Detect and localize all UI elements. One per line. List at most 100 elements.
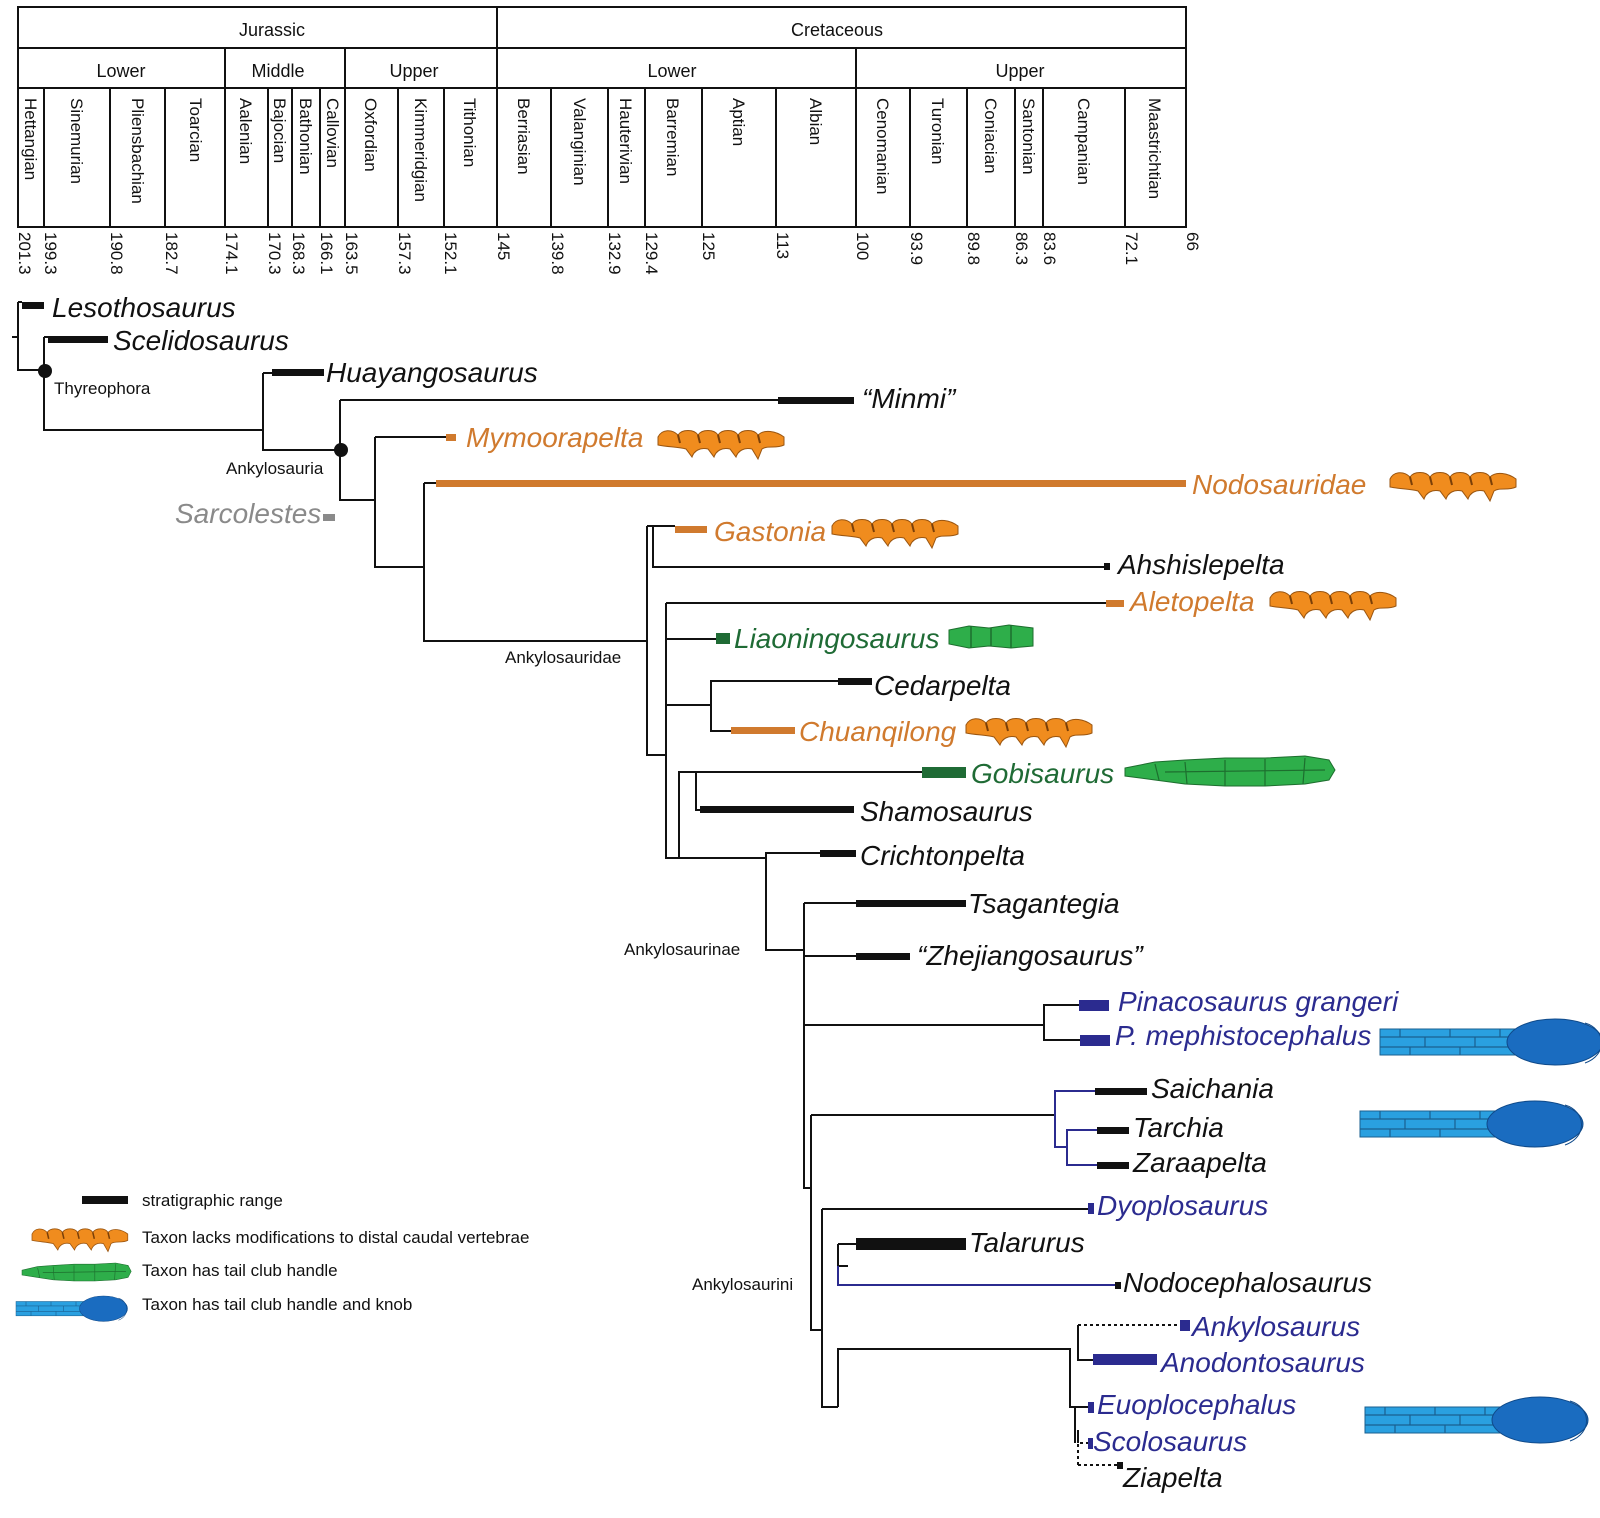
epoch-label: Upper: [995, 61, 1044, 81]
taxon-label: Nodocephalosaurus: [1123, 1267, 1372, 1298]
clade-label-ankylosauridae: Ankylosauridae: [505, 648, 621, 667]
stage-label: Berriasian: [514, 98, 533, 175]
age-tick-label: 83.6: [1040, 232, 1059, 265]
clade-label-ankylosaurini: Ankylosaurini: [692, 1275, 793, 1294]
taxon-label: P. mephistocephalus: [1115, 1020, 1371, 1051]
cladogram-branches: [12, 301, 1180, 1466]
epoch-label: Lower: [647, 61, 696, 81]
period-label: Jurassic: [239, 20, 305, 40]
age-tick-label: 152.1: [441, 232, 460, 275]
age-tick-label: 89.8: [964, 232, 983, 265]
age-tick-label: 113: [773, 232, 792, 259]
taxon-label: Gastonia: [714, 516, 826, 547]
taxon-label: Ahshislepelta: [1116, 549, 1285, 580]
taxon-label: Mymoorapelta: [466, 422, 643, 453]
clade-label-ankylosaurinae: Ankylosaurinae: [624, 940, 740, 959]
taxon-label: Tarchia: [1133, 1112, 1224, 1143]
node-markers: [38, 364, 348, 457]
taxon-label: “Zhejiangosaurus”: [917, 940, 1144, 971]
legend-item-no-modification: Taxon lacks modifications to distal caud…: [142, 1228, 529, 1247]
stage-label: Cenomanian: [873, 98, 892, 194]
stage-label: Sinemurian: [67, 98, 86, 184]
taxon-label: Tsagantegia: [968, 888, 1120, 919]
tail-orange-icon: [1389, 471, 1517, 502]
taxon-label: Huayangosaurus: [326, 357, 538, 388]
clade-labels: Thyreophora Ankylosauria Ankylosauridae …: [54, 379, 793, 1294]
legend: stratigraphic range Taxon lacks modifica…: [15, 1191, 529, 1322]
geologic-timescale: Jurassic Cretaceous Lower Middle Upper L…: [15, 6, 1202, 275]
legend-blue-tail-icon: [15, 1295, 128, 1322]
age-tick-label: 190.8: [107, 232, 126, 275]
taxon-label: Crichtonpelta: [860, 840, 1025, 871]
stage-label: Barremian: [663, 98, 682, 176]
taxon-label: Cedarpelta: [874, 670, 1011, 701]
tail-club-handle-icon: [1124, 755, 1336, 787]
taxon-label: Shamosaurus: [860, 796, 1033, 827]
clade-label-thyreophora: Thyreophora: [54, 379, 151, 398]
age-tick-label: 66: [1183, 232, 1202, 251]
stage-label: Pliensbachian: [128, 98, 147, 204]
tail-club-knob-icon: [1379, 1018, 1600, 1066]
taxon-label: Scolosaurus: [1093, 1426, 1247, 1457]
age-tick-label: 139.8: [548, 232, 567, 275]
period-label: Cretaceous: [791, 20, 883, 40]
stage-label: Toarcian: [186, 98, 205, 162]
stage-label: Aalenian: [236, 98, 255, 164]
tail-green-icon: [948, 624, 1034, 649]
age-tick-label: 163.5: [342, 232, 361, 275]
age-tick-label: 199.3: [41, 232, 60, 275]
stage-label: Hettangian: [21, 98, 40, 180]
stage-label: Oxfordian: [361, 98, 380, 172]
stage-label: Bathonian: [296, 98, 315, 175]
epoch-label: Middle: [251, 61, 304, 81]
age-tick-label: 174.1: [222, 232, 241, 275]
age-tick-label: 157.3: [395, 232, 414, 275]
age-tick-label: 72.1: [1122, 232, 1141, 265]
taxon-label: Gobisaurus: [971, 758, 1114, 789]
stage-label: Coniacian: [981, 98, 1000, 174]
stage-label: Santonian: [1019, 98, 1038, 175]
taxon-label: Talarurus: [969, 1227, 1085, 1258]
age-tick-label: 125: [699, 232, 718, 260]
age-tick-label: 100: [853, 232, 872, 260]
tail-club-knob-icon: [1364, 1396, 1589, 1444]
age-tick-label: 201.3: [15, 232, 34, 275]
stage-label: Tithonian: [460, 98, 479, 167]
legend-item-handle: Taxon has tail club handle: [142, 1261, 338, 1280]
stage-label: Bajocian: [270, 98, 289, 163]
tail-orange-icon: [965, 717, 1093, 748]
taxon-label: Ziapelta: [1122, 1462, 1223, 1493]
taxon-label: Euoplocephalus: [1097, 1389, 1296, 1420]
tail-orange-icon: [831, 518, 959, 549]
age-tick-label: 86.3: [1012, 232, 1031, 265]
age-tick-label: 168.3: [289, 232, 308, 275]
taxon-label: Aletopelta: [1128, 586, 1255, 617]
taxon-label: Ankylosaurus: [1190, 1311, 1360, 1342]
stage-label: Hauterivian: [616, 98, 635, 184]
taxon-label: Lesothosaurus: [52, 292, 236, 323]
node-dot-thyreophora: [38, 364, 52, 378]
age-tick-label: 182.7: [162, 232, 181, 275]
taxon-label: Anodontosaurus: [1159, 1347, 1365, 1378]
legend-item-range: stratigraphic range: [142, 1191, 283, 1210]
stage-label: Campanian: [1074, 98, 1093, 185]
age-tick-label: 132.9: [605, 232, 624, 275]
stage-label: Aptian: [729, 98, 748, 146]
node-dot-ankylosauria: [334, 443, 348, 457]
stage-label: Kimmeridgian: [411, 98, 430, 202]
age-tick-label: 166.1: [317, 232, 336, 275]
stratigraphic-ranges: [22, 302, 1190, 1469]
epoch-label: Upper: [389, 61, 438, 81]
legend-green-tail-icon: [21, 1262, 132, 1282]
tail-orange-icon: [657, 429, 785, 460]
stage-label: Maastrichtian: [1145, 98, 1164, 199]
taxon-label: Sarcolestes: [175, 498, 321, 529]
taxon-label: Dyoplosaurus: [1097, 1190, 1268, 1221]
legend-item-handle-knob: Taxon has tail club handle and knob: [142, 1295, 412, 1314]
legend-orange-tail-icon: [31, 1228, 129, 1253]
taxon-label: Nodosauridae: [1192, 469, 1366, 500]
taxon-label: Scelidosaurus: [113, 325, 289, 356]
age-tick-label: 170.3: [265, 232, 284, 275]
